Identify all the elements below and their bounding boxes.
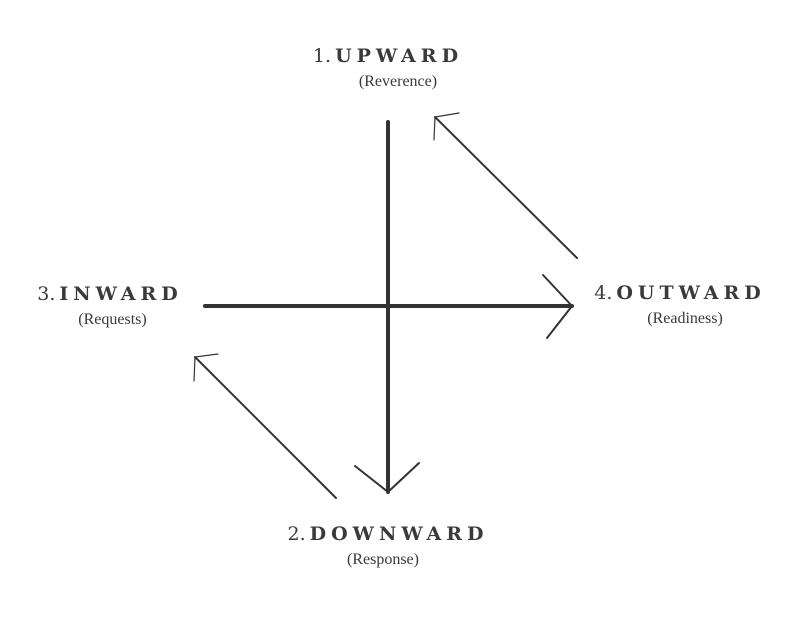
outward-subtitle: (Readiness) bbox=[647, 310, 723, 327]
inward-number: 3. bbox=[37, 283, 56, 305]
label-downward: 2.DOWNWARD (Response) bbox=[268, 523, 508, 569]
upward-number: 1. bbox=[312, 45, 332, 67]
downward-number: 2. bbox=[287, 523, 306, 545]
outward-title: OUTWARD bbox=[616, 282, 766, 304]
upper-diagonal-arrowhead bbox=[433, 112, 460, 141]
inward-title: INWARD bbox=[59, 283, 183, 305]
label-upward: 1.UPWARD (Reverence) bbox=[288, 45, 488, 91]
lower-diagonal-arrow bbox=[194, 356, 337, 499]
right-arrowhead bbox=[542, 274, 574, 339]
down-arrowhead bbox=[354, 462, 420, 494]
upward-title: UPWARD bbox=[335, 45, 464, 67]
label-inward: 3.INWARD (Requests) bbox=[20, 283, 200, 329]
lower-diagonal-arrowhead bbox=[193, 353, 219, 382]
upper-diagonal-arrow bbox=[434, 116, 578, 259]
inward-subtitle: (Requests) bbox=[78, 311, 147, 328]
downward-subtitle: (Response) bbox=[347, 551, 419, 568]
outward-number: 4. bbox=[594, 282, 613, 304]
label-outward: 4.OUTWARD (Readiness) bbox=[580, 282, 780, 328]
downward-title: DOWNWARD bbox=[309, 523, 489, 545]
upward-subtitle: (Reverence) bbox=[358, 73, 438, 90]
